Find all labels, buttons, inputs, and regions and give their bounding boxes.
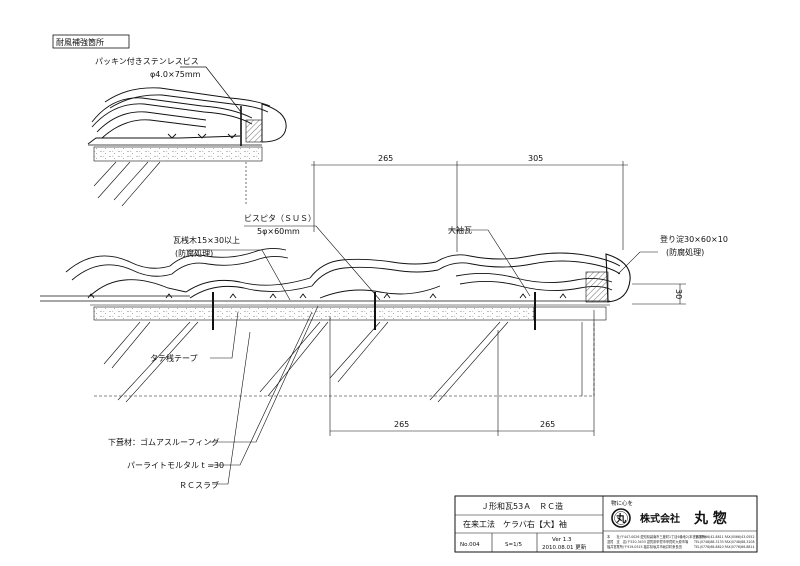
tb-address-1: 本 社/〒447-0026 愛知県碧南市三度町1丁目6番地2(本社営業所) [607, 534, 706, 539]
tb-company-prefix: 株式会社 [640, 512, 680, 525]
tb-number: No.004 [460, 542, 480, 548]
tb-date: 2010.08.01 更新 [542, 543, 587, 551]
company-logo: 丸 [611, 508, 631, 528]
tb-address-2: 滋賀 支 店/〒520-3433 滋賀県甲賀市甲賀町大原市場 [607, 539, 689, 544]
detail-end-cap [261, 103, 287, 143]
tb-phone-1: TEL(0566)42-8811 FAX(0566)43-0552 [693, 535, 755, 539]
dim-bottom-right: 265 [540, 420, 555, 429]
top-dimensions [311, 161, 628, 252]
dim-bottom-left: 265 [394, 420, 409, 429]
end-cap [605, 253, 631, 303]
label-noborido-treat: (防腐処理) [666, 247, 704, 257]
detail-title: 耐風補強箇所 [56, 37, 104, 47]
tb-address-3: 福井営業所/〒919-0515 福井県坂井市坂井町東長田 [607, 544, 682, 549]
tb-version: Ver 1.3 [552, 537, 572, 543]
label-noborido: 登り淀30×60×10 [660, 234, 728, 244]
tb-product: Ｊ形和瓦53Ａ ＲＣ造 [481, 501, 563, 511]
label-bisupita: ビスピタ（ＳＵＳ） [244, 214, 316, 223]
label-kawara-batten-treat: (防腐処理) [175, 248, 213, 258]
detail-mortar [93, 146, 263, 162]
tiles [65, 247, 621, 299]
logo-char: 丸 [615, 512, 627, 525]
dim-height: 30 [674, 289, 683, 299]
tb-slogan: 物に心を [611, 499, 633, 507]
label-underlay: 下葺材：ゴムアスルーフィング [108, 437, 219, 447]
detail-tiles [87, 87, 271, 145]
detail-title-box [52, 34, 130, 49]
detail-section: 耐風補強箇所 パッキン付きステンレスビス φ4.0×75mm [52, 34, 287, 207]
screw-size: φ4.0×75mm [150, 70, 201, 79]
title-block [454, 495, 758, 553]
main-section [40, 247, 631, 403]
dim-top-left: 265 [378, 154, 393, 163]
tb-phone-3: TEL(0776)66-8810 FAX(0776)66-8814 [693, 545, 755, 549]
tb-method: 在来工法 ケラバ右【大】袖 [463, 519, 567, 529]
mortar-edge [533, 306, 607, 321]
label-mortar: パーライトモルタル t =30 [127, 461, 224, 470]
detail-noborido [245, 119, 263, 143]
height-dimension [632, 283, 686, 305]
screw-label: パッキン付きステンレスビス [95, 56, 199, 66]
screw-leader [180, 66, 242, 113]
bottom-dimensions [329, 310, 595, 436]
tb-company-name: 丸 惣 [693, 510, 727, 527]
label-bisupita-size: 5φ×60mm [257, 227, 300, 236]
dim-top-right: 305 [528, 154, 543, 163]
label-oosode: 大袖瓦 [448, 225, 472, 235]
tb-phone-2: TEL(0748)88-3133 FAX(0748)88-3108 [693, 540, 755, 544]
label-kawara-batten: 瓦桟木15×30以上 [173, 235, 240, 245]
leaders [186, 225, 658, 485]
noborido [585, 271, 609, 303]
screws [212, 292, 536, 330]
label-tape: タテ桟テープ [150, 353, 198, 363]
tb-scale: S=1/5 [505, 542, 522, 548]
mortar-layer [93, 306, 535, 321]
label-slab: ＲＣスラブ [179, 480, 219, 490]
detail-slab-hatch [93, 161, 161, 207]
